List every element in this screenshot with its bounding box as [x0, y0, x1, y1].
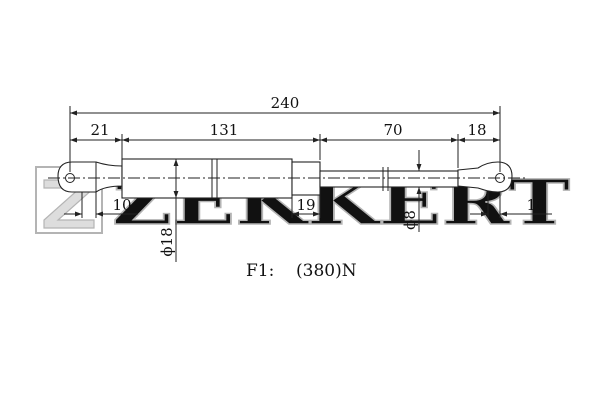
- dim-rod-diameter: ϕ8: [401, 210, 419, 230]
- dim-right-end: 18: [467, 121, 486, 139]
- force-label: F1:: [246, 261, 274, 281]
- dim-cylinder: 131: [210, 121, 239, 139]
- dim-total-length: 240: [271, 94, 300, 112]
- dim-rod: 70: [383, 121, 402, 139]
- force-spec: F1: (380)N: [246, 261, 357, 281]
- right-end-fitting: [457, 161, 513, 193]
- force-value: (380)N: [296, 261, 357, 281]
- dim-left-end: 21: [90, 121, 109, 139]
- dim-right-eye: 10: [526, 196, 545, 214]
- dim-collar: 19: [296, 196, 315, 214]
- dimension-lines: [64, 110, 552, 262]
- dim-left-eye: 10: [112, 196, 131, 214]
- piston-rod: [319, 170, 459, 188]
- dim-cylinder-diameter: ϕ18: [158, 227, 176, 256]
- gas-spring: [48, 158, 525, 199]
- cylinder: [121, 158, 293, 199]
- dimension-labels: 240 21 131 70 18 10 19 10 ϕ18 ϕ8: [90, 94, 545, 257]
